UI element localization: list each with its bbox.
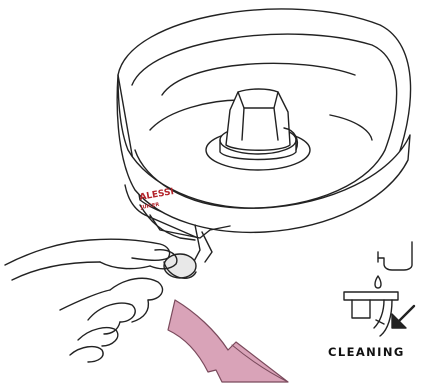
spout-part-icon — [344, 292, 398, 336]
arrow-down-left-icon — [392, 306, 414, 328]
cleaning-caption: CLEANING — [328, 345, 422, 359]
curved-arrow — [168, 300, 288, 382]
hand — [5, 239, 177, 362]
faucet-icon — [378, 242, 412, 270]
juicer-bowl — [117, 9, 410, 268]
water-drop-icon — [375, 276, 381, 288]
